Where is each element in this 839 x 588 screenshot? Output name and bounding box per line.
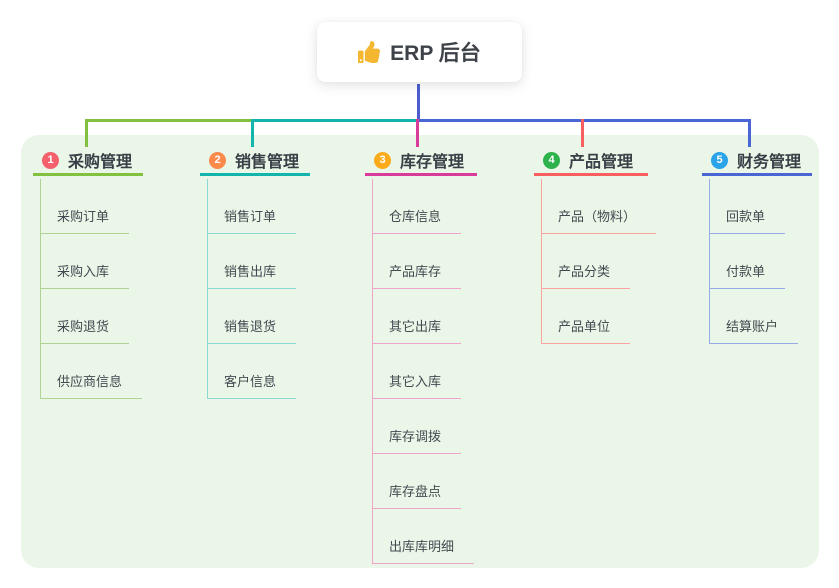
child-topic[interactable]: 销售订单	[208, 206, 297, 234]
child-row: 回款单	[710, 179, 798, 234]
branch-5-children: 回款单付款单结算账户	[709, 179, 799, 344]
child-topic[interactable]: 采购退货	[41, 316, 130, 344]
connector-segment	[417, 119, 751, 122]
branch-3-header[interactable]: 3 库存管理	[365, 147, 477, 176]
child-row: 其它出库	[373, 289, 474, 344]
child-row: 出库库明细	[373, 509, 475, 564]
child-row: 销售订单	[208, 179, 297, 234]
child-row: 供应商信息	[41, 344, 143, 399]
child-topic[interactable]: 仓库信息	[373, 206, 462, 234]
child-row: 采购退货	[41, 289, 142, 344]
child-topic[interactable]: 产品单位	[542, 316, 631, 344]
child-topic[interactable]: 产品分类	[542, 261, 631, 289]
branch-label: 采购管理	[68, 154, 133, 171]
child-row: 库存调拨	[373, 399, 474, 454]
child-topic[interactable]: 付款单	[710, 261, 786, 289]
branch-number-badge: 2	[209, 151, 226, 169]
child-row: 产品库存	[373, 234, 474, 289]
connector-segment	[416, 119, 419, 147]
child-topic[interactable]: 产品（物料）	[542, 206, 657, 234]
branch-1-children: 采购订单采购入库采购退货供应商信息	[40, 179, 143, 399]
child-row: 产品分类	[542, 234, 656, 289]
child-topic[interactable]: 采购入库	[41, 261, 130, 289]
connector-segment	[417, 84, 420, 122]
branch-label: 财务管理	[737, 154, 802, 171]
child-row: 销售出库	[208, 234, 297, 289]
child-topic[interactable]: 销售出库	[208, 261, 297, 289]
connector-segment	[251, 119, 418, 122]
branch-label: 销售管理	[235, 154, 300, 171]
branch-number-badge: 1	[42, 151, 59, 169]
child-row: 产品单位	[542, 289, 656, 344]
branch-4-header[interactable]: 4 产品管理	[534, 147, 648, 176]
child-topic[interactable]: 结算账户	[710, 316, 799, 344]
branch-2-children: 销售订单销售出库销售退货客户信息	[207, 179, 297, 399]
child-topic[interactable]: 库存盘点	[373, 481, 462, 509]
branch-number-badge: 4	[543, 151, 560, 169]
branch-2-header[interactable]: 2 销售管理	[200, 147, 310, 176]
root-node[interactable]: ERP 后台	[317, 22, 522, 82]
thumbs-up-icon	[358, 41, 381, 63]
connector-segment	[86, 119, 253, 122]
branch-1-header[interactable]: 1 采购管理	[33, 147, 143, 176]
child-row: 其它入库	[373, 344, 474, 399]
child-row: 库存盘点	[373, 454, 474, 509]
connector-segment	[85, 119, 88, 147]
child-topic[interactable]: 出库库明细	[373, 536, 475, 564]
branch-label: 库存管理	[400, 154, 465, 171]
branch-5-header[interactable]: 5 财务管理	[702, 147, 812, 176]
child-row: 销售退货	[208, 289, 297, 344]
branch-4-children: 产品（物料） 产品分类产品单位	[541, 179, 657, 344]
branch-3-children: 仓库信息产品库存其它出库其它入库库存调拨库存盘点出库库明细	[372, 179, 475, 564]
child-row: 采购订单	[41, 179, 142, 234]
child-topic[interactable]: 客户信息	[208, 371, 297, 399]
connector-segment	[581, 119, 584, 147]
child-row: 结算账户	[710, 289, 799, 344]
child-topic[interactable]: 销售退货	[208, 316, 297, 344]
child-topic[interactable]: 产品库存	[373, 261, 462, 289]
child-topic[interactable]: 供应商信息	[41, 371, 143, 399]
branch-number-badge: 5	[711, 151, 728, 169]
connector-segment	[251, 119, 254, 147]
child-topic[interactable]: 库存调拨	[373, 426, 462, 454]
child-row: 采购入库	[41, 234, 142, 289]
branches-panel	[21, 135, 819, 568]
connector-segment	[748, 119, 751, 147]
child-topic[interactable]: 采购订单	[41, 206, 130, 234]
branch-number-badge: 3	[374, 151, 391, 169]
child-topic[interactable]: 其它出库	[373, 316, 462, 344]
child-topic[interactable]: 其它入库	[373, 371, 462, 399]
child-row: 客户信息	[208, 344, 297, 399]
branch-label: 产品管理	[569, 154, 634, 171]
child-row: 产品（物料）	[542, 179, 657, 234]
child-topic[interactable]: 回款单	[710, 206, 786, 234]
child-row: 仓库信息	[373, 179, 474, 234]
root-label: ERP 后台	[390, 42, 481, 65]
child-row: 付款单	[710, 234, 798, 289]
